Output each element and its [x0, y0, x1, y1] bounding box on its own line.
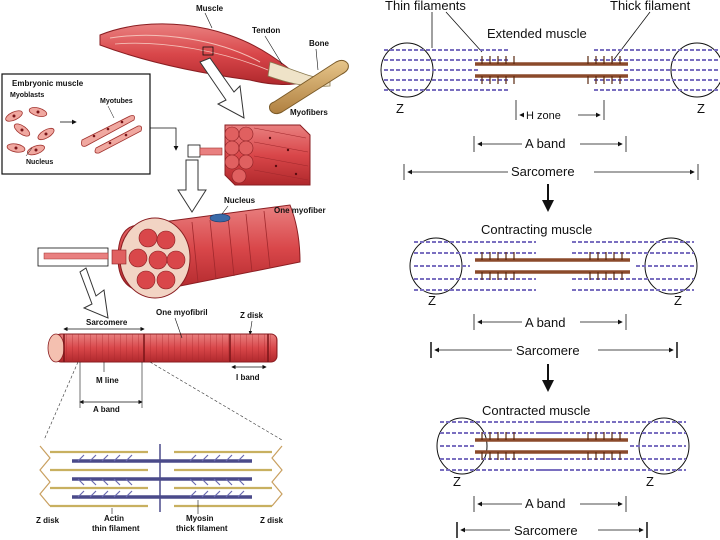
- label-z-ext-right: Z: [697, 101, 705, 116]
- label-z-cting-right: Z: [674, 293, 682, 308]
- label-myotubes: Myotubes: [100, 98, 133, 105]
- label-thin-filament: thin filament: [92, 524, 140, 533]
- extended-title: Extended muscle: [487, 26, 587, 41]
- extended-sarcomere: Extended muscle Z Z: [380, 26, 720, 180]
- label-z-cted-left: Z: [453, 474, 461, 489]
- left-panel: Muscle Tendon Bone Embryonic muscle Myob…: [1, 4, 349, 533]
- label-thick-filament-right: Thick filament: [610, 0, 691, 13]
- label-z-cted-right: Z: [646, 474, 654, 489]
- label-myosin: Myosin: [186, 514, 214, 523]
- label-a-band-ext: A band: [525, 136, 566, 151]
- label-z-cting-left: Z: [428, 293, 436, 308]
- label-bone: Bone: [309, 39, 330, 48]
- label-i-band: I band: [236, 373, 260, 382]
- label-a-band: A band: [93, 405, 120, 414]
- embryonic-muscle-box: Embryonic muscle Myoblasts Myotubes Nucl…: [1, 73, 151, 175]
- label-sarcomere-cting: Sarcomere: [516, 343, 580, 358]
- label-z-disk-left: Z disk: [36, 516, 60, 525]
- label-thin-filaments: Thin filaments: [385, 0, 466, 13]
- nucleus-shape: [209, 213, 231, 223]
- label-z-disk-top: Z disk: [240, 311, 264, 320]
- zoom-arrow-2: [177, 159, 207, 213]
- label-a-band-cting: A band: [525, 315, 566, 330]
- contracted-title: Contracted muscle: [482, 403, 590, 418]
- label-nucleus: Nucleus: [224, 196, 256, 205]
- label-z-ext-left: Z: [396, 101, 404, 116]
- label-nucleus-small: Nucleus: [26, 159, 53, 166]
- contracted-sarcomere: Contracted muscle Z Z: [436, 403, 690, 538]
- label-h-zone: H zone: [526, 110, 561, 122]
- bone: [269, 59, 349, 115]
- myofiber-bundle: [187, 124, 311, 186]
- single-myofiber: [37, 204, 301, 299]
- label-myofibers: Myofibers: [290, 108, 328, 117]
- label-m-line: M line: [96, 376, 119, 385]
- contracting-sarcomere: Contracting muscle Z Z: [409, 222, 698, 358]
- label-a-band-cted: A band: [525, 496, 566, 511]
- label-actin: Actin: [104, 514, 124, 523]
- label-sarcomere-ext: Sarcomere: [511, 164, 575, 179]
- label-thick-filament: thick filament: [176, 524, 228, 533]
- sarcomere-detail: [39, 444, 283, 512]
- label-myoblasts: Myoblasts: [10, 92, 44, 99]
- label-one-myofiber: One myofiber: [274, 206, 326, 215]
- right-panel: Thin filaments Thick filament Extended m…: [380, 0, 720, 538]
- embryonic-title: Embryonic muscle: [12, 79, 84, 88]
- label-one-myofibril: One myofibril: [156, 308, 208, 317]
- contracting-title: Contracting muscle: [481, 222, 592, 237]
- label-muscle: Muscle: [196, 4, 224, 13]
- label-tendon: Tendon: [252, 26, 280, 35]
- label-sarcomere-cted: Sarcomere: [514, 523, 578, 538]
- zoom-arrow-1: [199, 57, 245, 119]
- myofibril: [47, 333, 278, 363]
- label-z-disk-right: Z disk: [260, 516, 284, 525]
- label-sarcomere-left: Sarcomere: [86, 318, 128, 327]
- zoom-arrow-3: [79, 267, 109, 319]
